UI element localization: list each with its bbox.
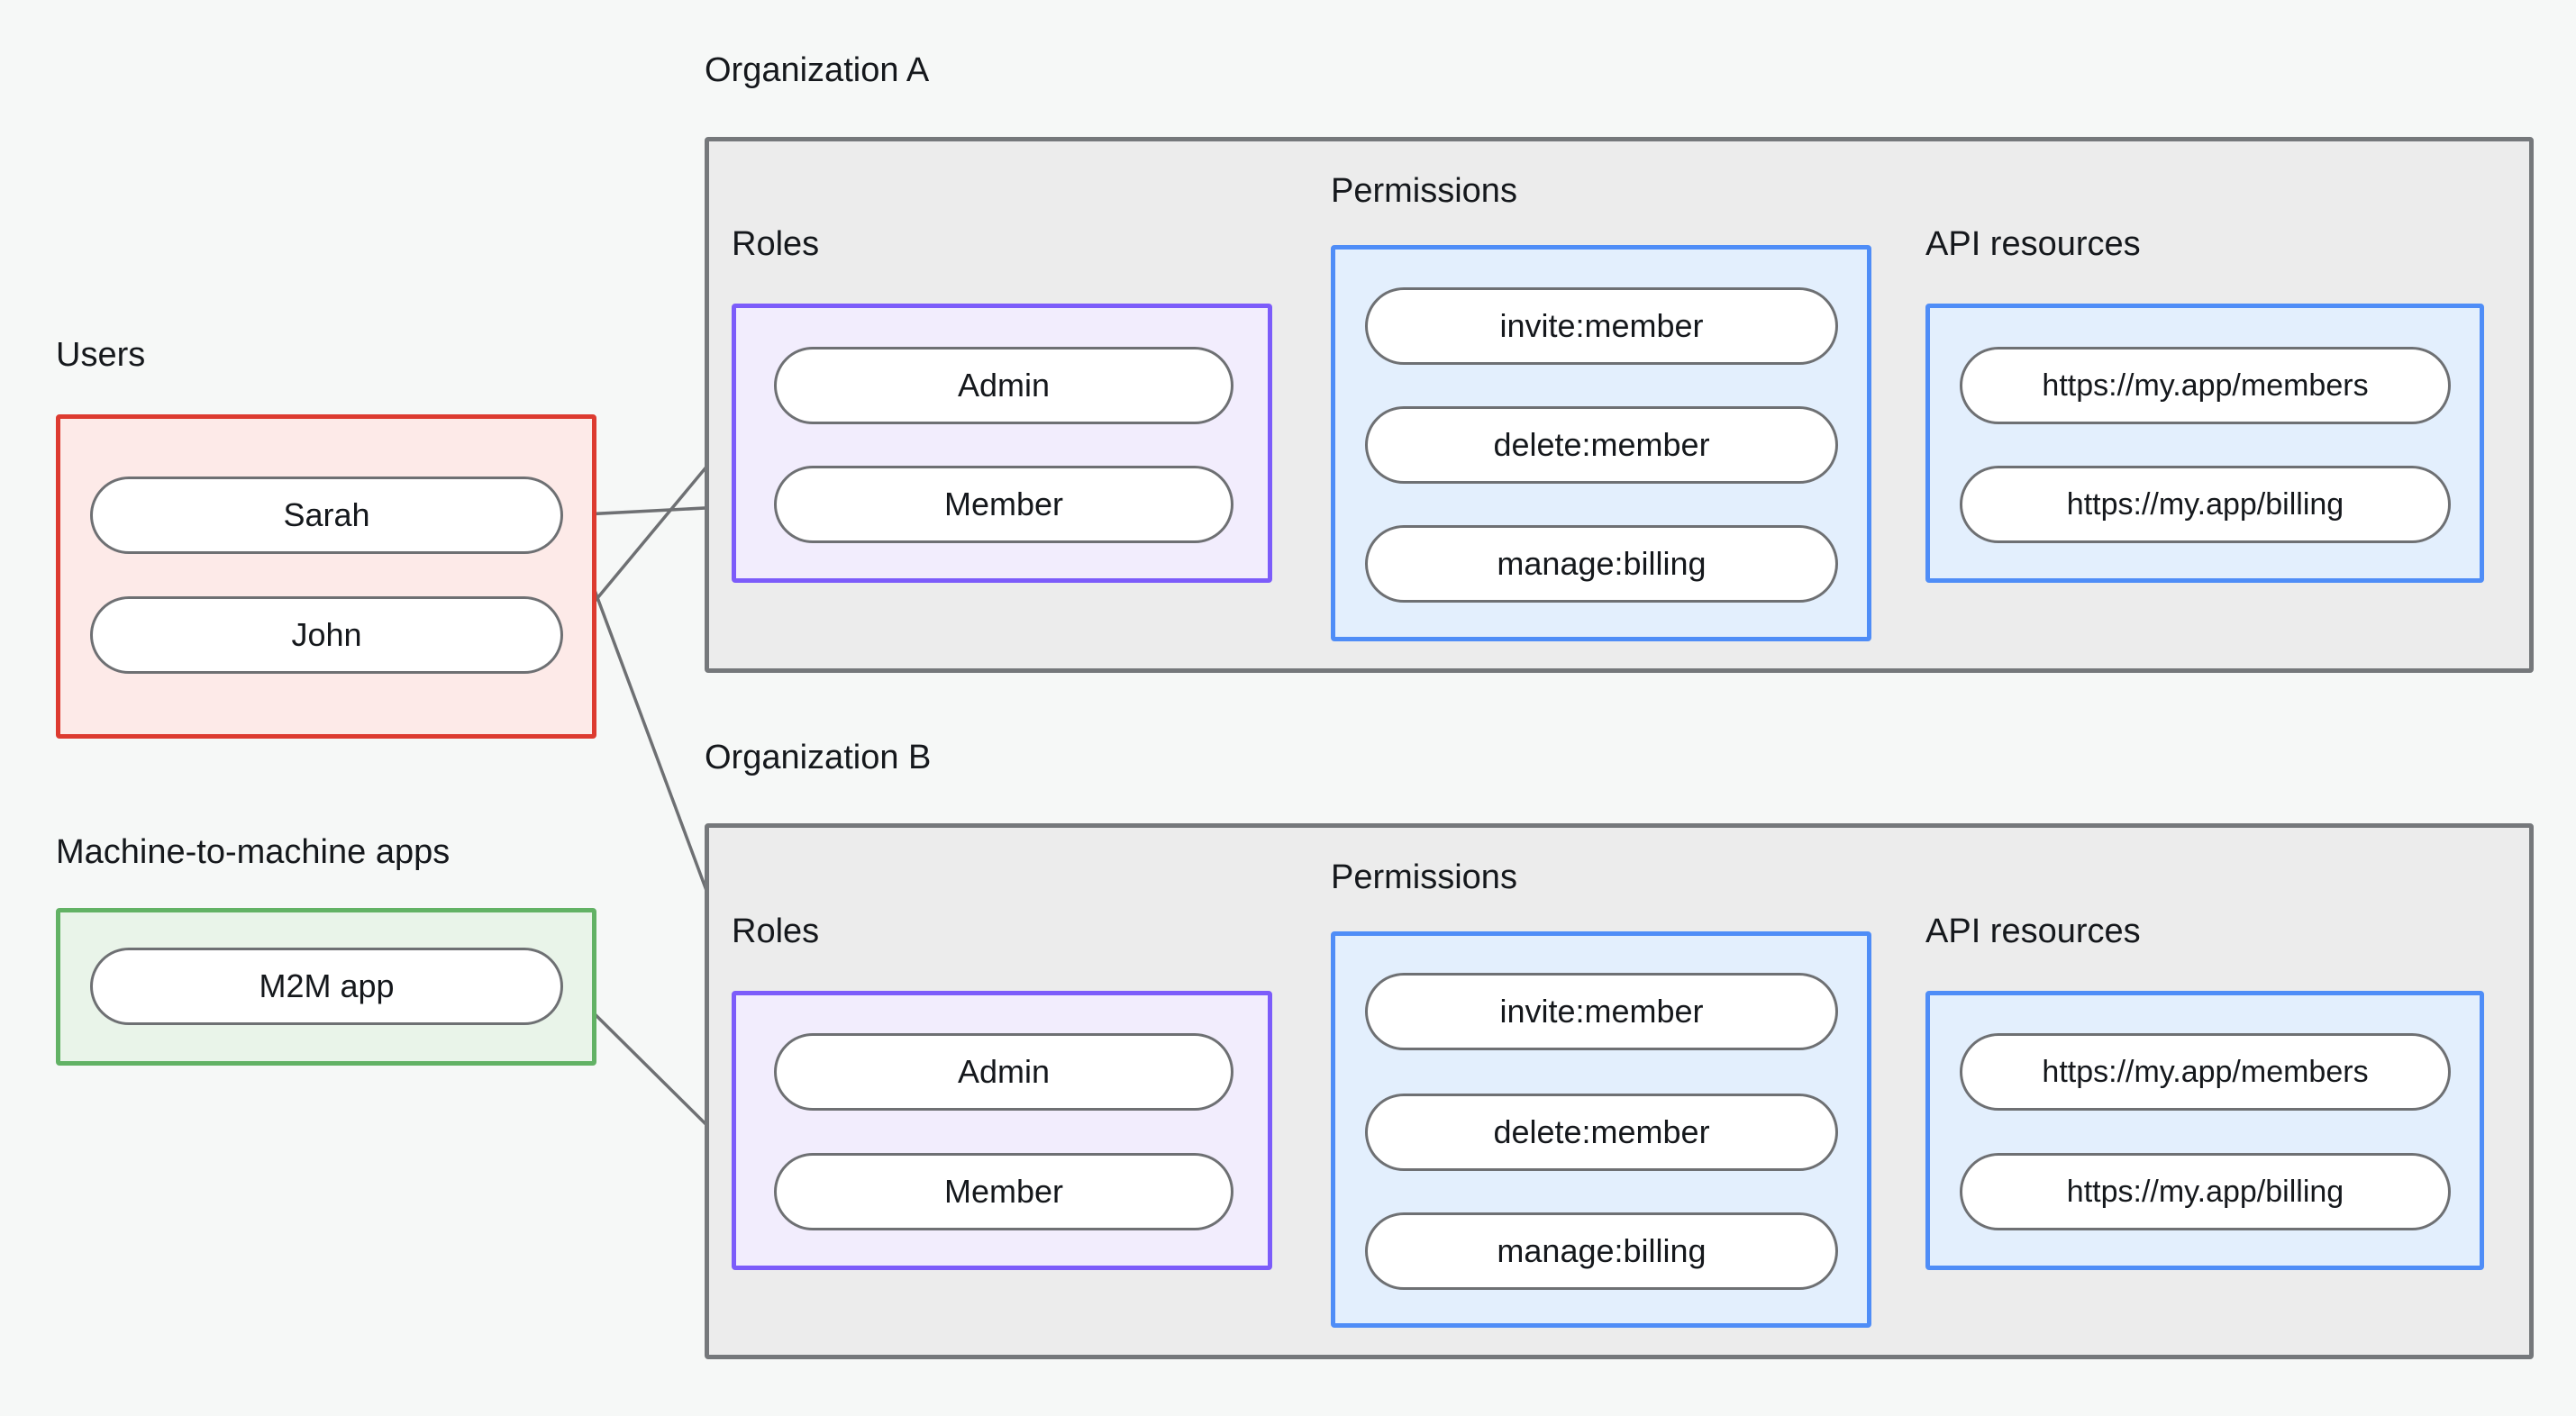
organization-a-api-resources-label: API resources (1925, 225, 2141, 263)
m2m-apps-label: Machine-to-machine apps (56, 833, 451, 871)
organization-b-roles-label: Roles (732, 912, 820, 950)
permission-delete-member[interactable]: delete:member (1365, 406, 1838, 484)
role-admin[interactable]: Admin (774, 1033, 1233, 1111)
organization-b-permissions-label: Permissions (1331, 858, 1517, 896)
api-resource-members[interactable]: https://my.app/members (1960, 347, 2451, 424)
m2m-app[interactable]: M2M app (90, 948, 563, 1025)
organization-a-label: Organization A (705, 51, 930, 89)
role-member[interactable]: Member (774, 1153, 1233, 1230)
api-resource-members[interactable]: https://my.app/members (1960, 1033, 2451, 1111)
organization-a-roles-label: Roles (732, 225, 820, 263)
organization-b-api-resources-label: API resources (1925, 912, 2141, 950)
organization-b-label: Organization B (705, 739, 932, 776)
api-resource-billing[interactable]: https://my.app/billing (1960, 466, 2451, 543)
user-john[interactable]: John (90, 596, 563, 674)
api-resource-billing[interactable]: https://my.app/billing (1960, 1153, 2451, 1230)
permission-delete-member[interactable]: delete:member (1365, 1094, 1838, 1171)
permission-invite-member[interactable]: invite:member (1365, 287, 1838, 365)
role-admin[interactable]: Admin (774, 347, 1233, 424)
permission-invite-member[interactable]: invite:member (1365, 973, 1838, 1050)
permission-manage-billing[interactable]: manage:billing (1365, 525, 1838, 603)
users-label: Users (56, 336, 146, 374)
users-box (56, 414, 596, 739)
organization-a-permissions-label: Permissions (1331, 172, 1517, 210)
permission-manage-billing[interactable]: manage:billing (1365, 1212, 1838, 1290)
user-sarah[interactable]: Sarah (90, 477, 563, 554)
role-member[interactable]: Member (774, 466, 1233, 543)
